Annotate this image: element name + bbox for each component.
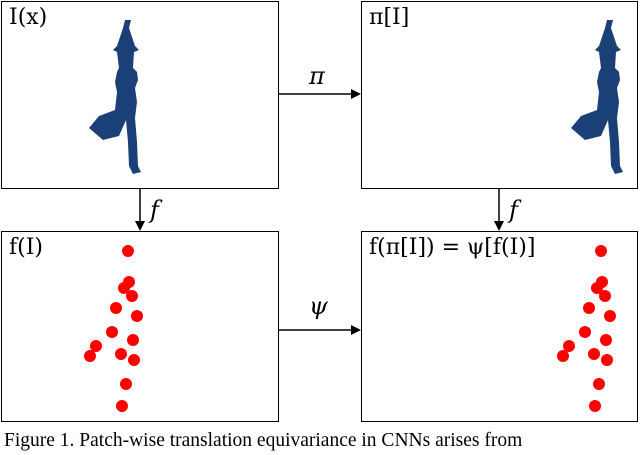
arrow-label-f-left: f [150,196,159,224]
arrow-label-pi: π [309,62,325,90]
left-keypoint-12 [128,354,140,366]
panel-keypoints: f(I) [1,231,279,422]
yoga-figure-right [571,20,623,174]
right-keypoint-7 [579,326,591,338]
panel-label-equivariant: f(π[I]) = ψ[f(I)] [369,235,536,260]
left-keypoint-10 [115,348,127,360]
person-silhouette [89,20,141,174]
panel-equivariant-keypoints: f(π[I]) = ψ[f(I)] [361,231,638,422]
right-keypoint-4 [599,290,611,302]
left-keypoint-5 [110,302,122,314]
right-keypoint-8 [600,334,612,346]
right-keypoint-10 [588,348,600,360]
left-keypoint-8 [127,334,139,346]
left-keypoint-7 [106,326,118,338]
panel-label-transformed: π[I] [369,5,410,30]
figure-caption: Figure 1. Patch-wise translation equivar… [4,430,523,451]
panel-label-input: I(x) [9,5,48,30]
arrow-label-f-right: f [509,196,518,224]
right-keypoint-12 [601,354,613,366]
left-keypoint-9 [90,340,102,352]
left-keypoint-3 [118,282,130,294]
right-keypoint-3 [591,282,603,294]
left-keypoint-14 [116,400,128,412]
left-keypoint-6 [131,310,143,322]
arrow-label-psi: ψ [309,292,328,320]
panel-input-image: I(x) [1,1,279,189]
right-keypoint-13 [593,378,605,390]
left-keypoint-1 [122,245,134,257]
right-keypoint-14 [589,400,601,412]
keypoints-left [84,245,143,412]
keypoints-right [557,245,616,412]
right-keypoint-1 [595,245,607,257]
left-keypoint-13 [120,378,132,390]
panel-label-keypoints: f(I) [9,235,43,260]
left-keypoint-11 [84,350,96,362]
right-keypoint-9 [563,340,575,352]
right-keypoint-11 [557,350,569,362]
left-keypoint-4 [126,290,138,302]
panel-transformed-image: π[I] [361,1,638,189]
right-keypoint-6 [604,310,616,322]
yoga-figure-left [89,20,141,174]
right-keypoint-5 [583,302,595,314]
person-silhouette-shifted [571,20,623,174]
